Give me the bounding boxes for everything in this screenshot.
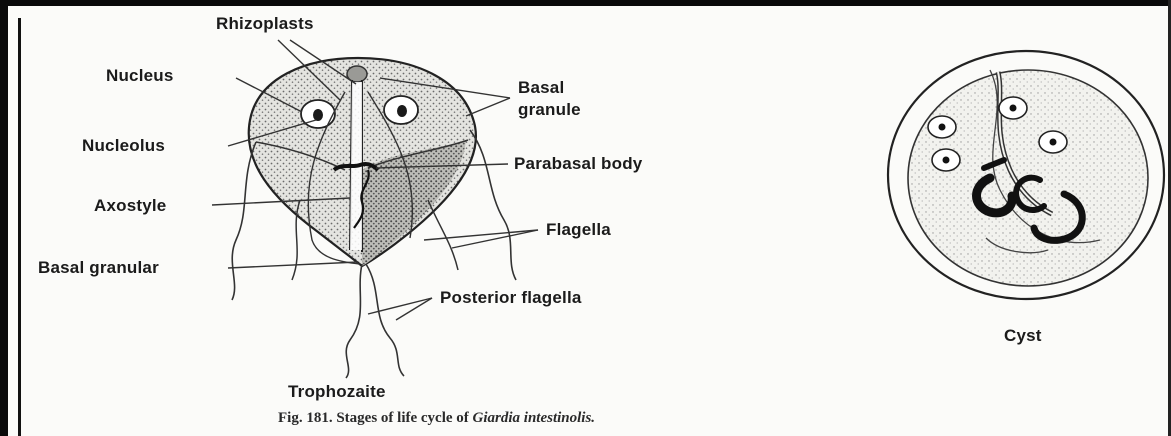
flagellum-right-outer <box>470 130 516 280</box>
flagellum-ventral-right <box>428 200 458 270</box>
caption-prefix: Fig. 181. Stages of life cycle of <box>278 410 469 426</box>
leader-basal-granule-b <box>466 98 510 116</box>
posterior-flagellum-right <box>366 264 404 376</box>
posterior-flagellum-left <box>346 264 362 378</box>
cyst-cell <box>888 51 1164 299</box>
trophozoite-cell <box>232 58 516 378</box>
label-axostyle: Axostyle <box>94 196 166 216</box>
label-posterior-flagella: Posterior flagella <box>440 288 582 308</box>
figure-caption: Fig. 181. Stages of life cycle of Giardi… <box>278 410 595 427</box>
flagellum-left-outer <box>232 142 256 300</box>
leader-flagella-b <box>424 230 538 240</box>
caption-species: Giardia intestinolis. <box>473 410 596 426</box>
label-parabasal-body: Parabasal body <box>514 154 642 174</box>
label-basal-granule-line1: Basal <box>518 78 564 98</box>
label-nucleus: Nucleus <box>106 66 174 86</box>
cyst-nucleolus-2 <box>1010 105 1017 112</box>
nucleolus-right <box>397 105 407 117</box>
leader-flagella-a <box>452 230 538 248</box>
cyst-nucleolus-3 <box>943 157 950 164</box>
nucleolus-left <box>313 109 323 121</box>
label-basal-granular: Basal granular <box>38 258 159 278</box>
leader-posterior-b <box>396 298 432 320</box>
cyst-nucleolus-4 <box>1050 139 1057 146</box>
label-basal-granule-line2: granule <box>518 100 581 120</box>
label-flagella: Flagella <box>546 220 611 240</box>
label-trophozaite: Trophozaite <box>288 382 386 402</box>
leader-basal-granular <box>228 262 358 268</box>
label-nucleolus: Nucleolus <box>82 136 165 156</box>
label-cyst: Cyst <box>1004 326 1042 346</box>
label-rhizoplasts: Rhizoplasts <box>216 14 314 34</box>
cyst-nucleolus-1 <box>939 124 946 131</box>
